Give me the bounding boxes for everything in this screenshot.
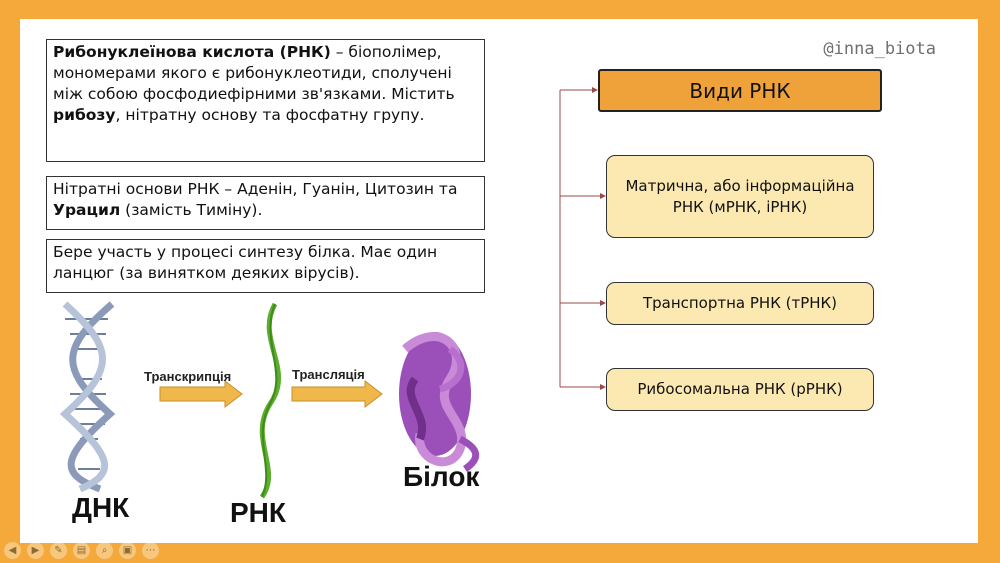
rna-type-rrna: Рибосомальна РНК (рРНК)	[606, 368, 874, 411]
rna-type-mrna: Матрична, або інформаційна РНК (мРНК, іР…	[606, 155, 874, 238]
function-text: Бере участь у процесі синтезу білка. Має…	[53, 243, 438, 282]
definition-text-1: – біополімер, мономерами якого є рибонук…	[53, 43, 455, 103]
diagram-graphics	[59, 87, 606, 499]
dna-label: ДНК	[72, 492, 130, 523]
rna-label: РНК	[230, 497, 286, 528]
transcription-arrow-icon	[159, 379, 243, 409]
author-handle: @inna_biota	[823, 39, 936, 59]
dna-helix-icon	[59, 301, 116, 493]
definition-term: Рибонуклеїнова кислота (РНК)	[53, 43, 331, 61]
pen-icon[interactable]: ✎	[50, 541, 67, 559]
transcription-label: Транскрипція	[144, 369, 232, 384]
next-icon[interactable]: ▶	[27, 541, 44, 559]
rna-types-title: Види РНК	[598, 69, 882, 112]
protein-label: Білок	[403, 461, 480, 492]
bases-text-2: (замість Тиміну).	[120, 201, 263, 219]
bases-text-1: Нітратні основи РНК – Аденін, Гуанін, Ци…	[53, 180, 458, 198]
slide: @inna_biota Рибонуклеїнова кислота (РНК)…	[20, 19, 978, 543]
translation-arrow-icon	[291, 379, 383, 409]
more-icon[interactable]: ⋯	[142, 541, 159, 559]
translation-label: Трансляція	[292, 367, 365, 382]
protein-icon	[399, 332, 480, 472]
definition-bold-ribose: рибозу	[53, 106, 116, 124]
rna-strand-icon	[259, 302, 282, 499]
connector-lines	[559, 89, 604, 388]
presentation-toolbar: ◀ ▶ ✎ ▤ ⌕ ▣ ⋯	[4, 541, 159, 559]
video-icon[interactable]: ▣	[119, 541, 136, 559]
bases-bold-uracil: Урацил	[53, 201, 121, 219]
connector-arrowheads	[592, 87, 606, 390]
pages-icon[interactable]: ▤	[73, 541, 90, 559]
prev-icon[interactable]: ◀	[4, 541, 21, 559]
function-box: Бере участь у процесі синтезу білка. Має…	[46, 239, 485, 293]
bases-box: Нітратні основи РНК – Аденін, Гуанін, Ци…	[46, 176, 485, 230]
zoom-icon[interactable]: ⌕	[96, 541, 113, 559]
definition-text-2: , нітратну основу та фосфатну групу.	[115, 106, 425, 124]
rna-type-trna: Транспортна РНК (тРНК)	[606, 282, 874, 325]
definition-box: Рибонуклеїнова кислота (РНК) – біополіме…	[46, 39, 485, 162]
